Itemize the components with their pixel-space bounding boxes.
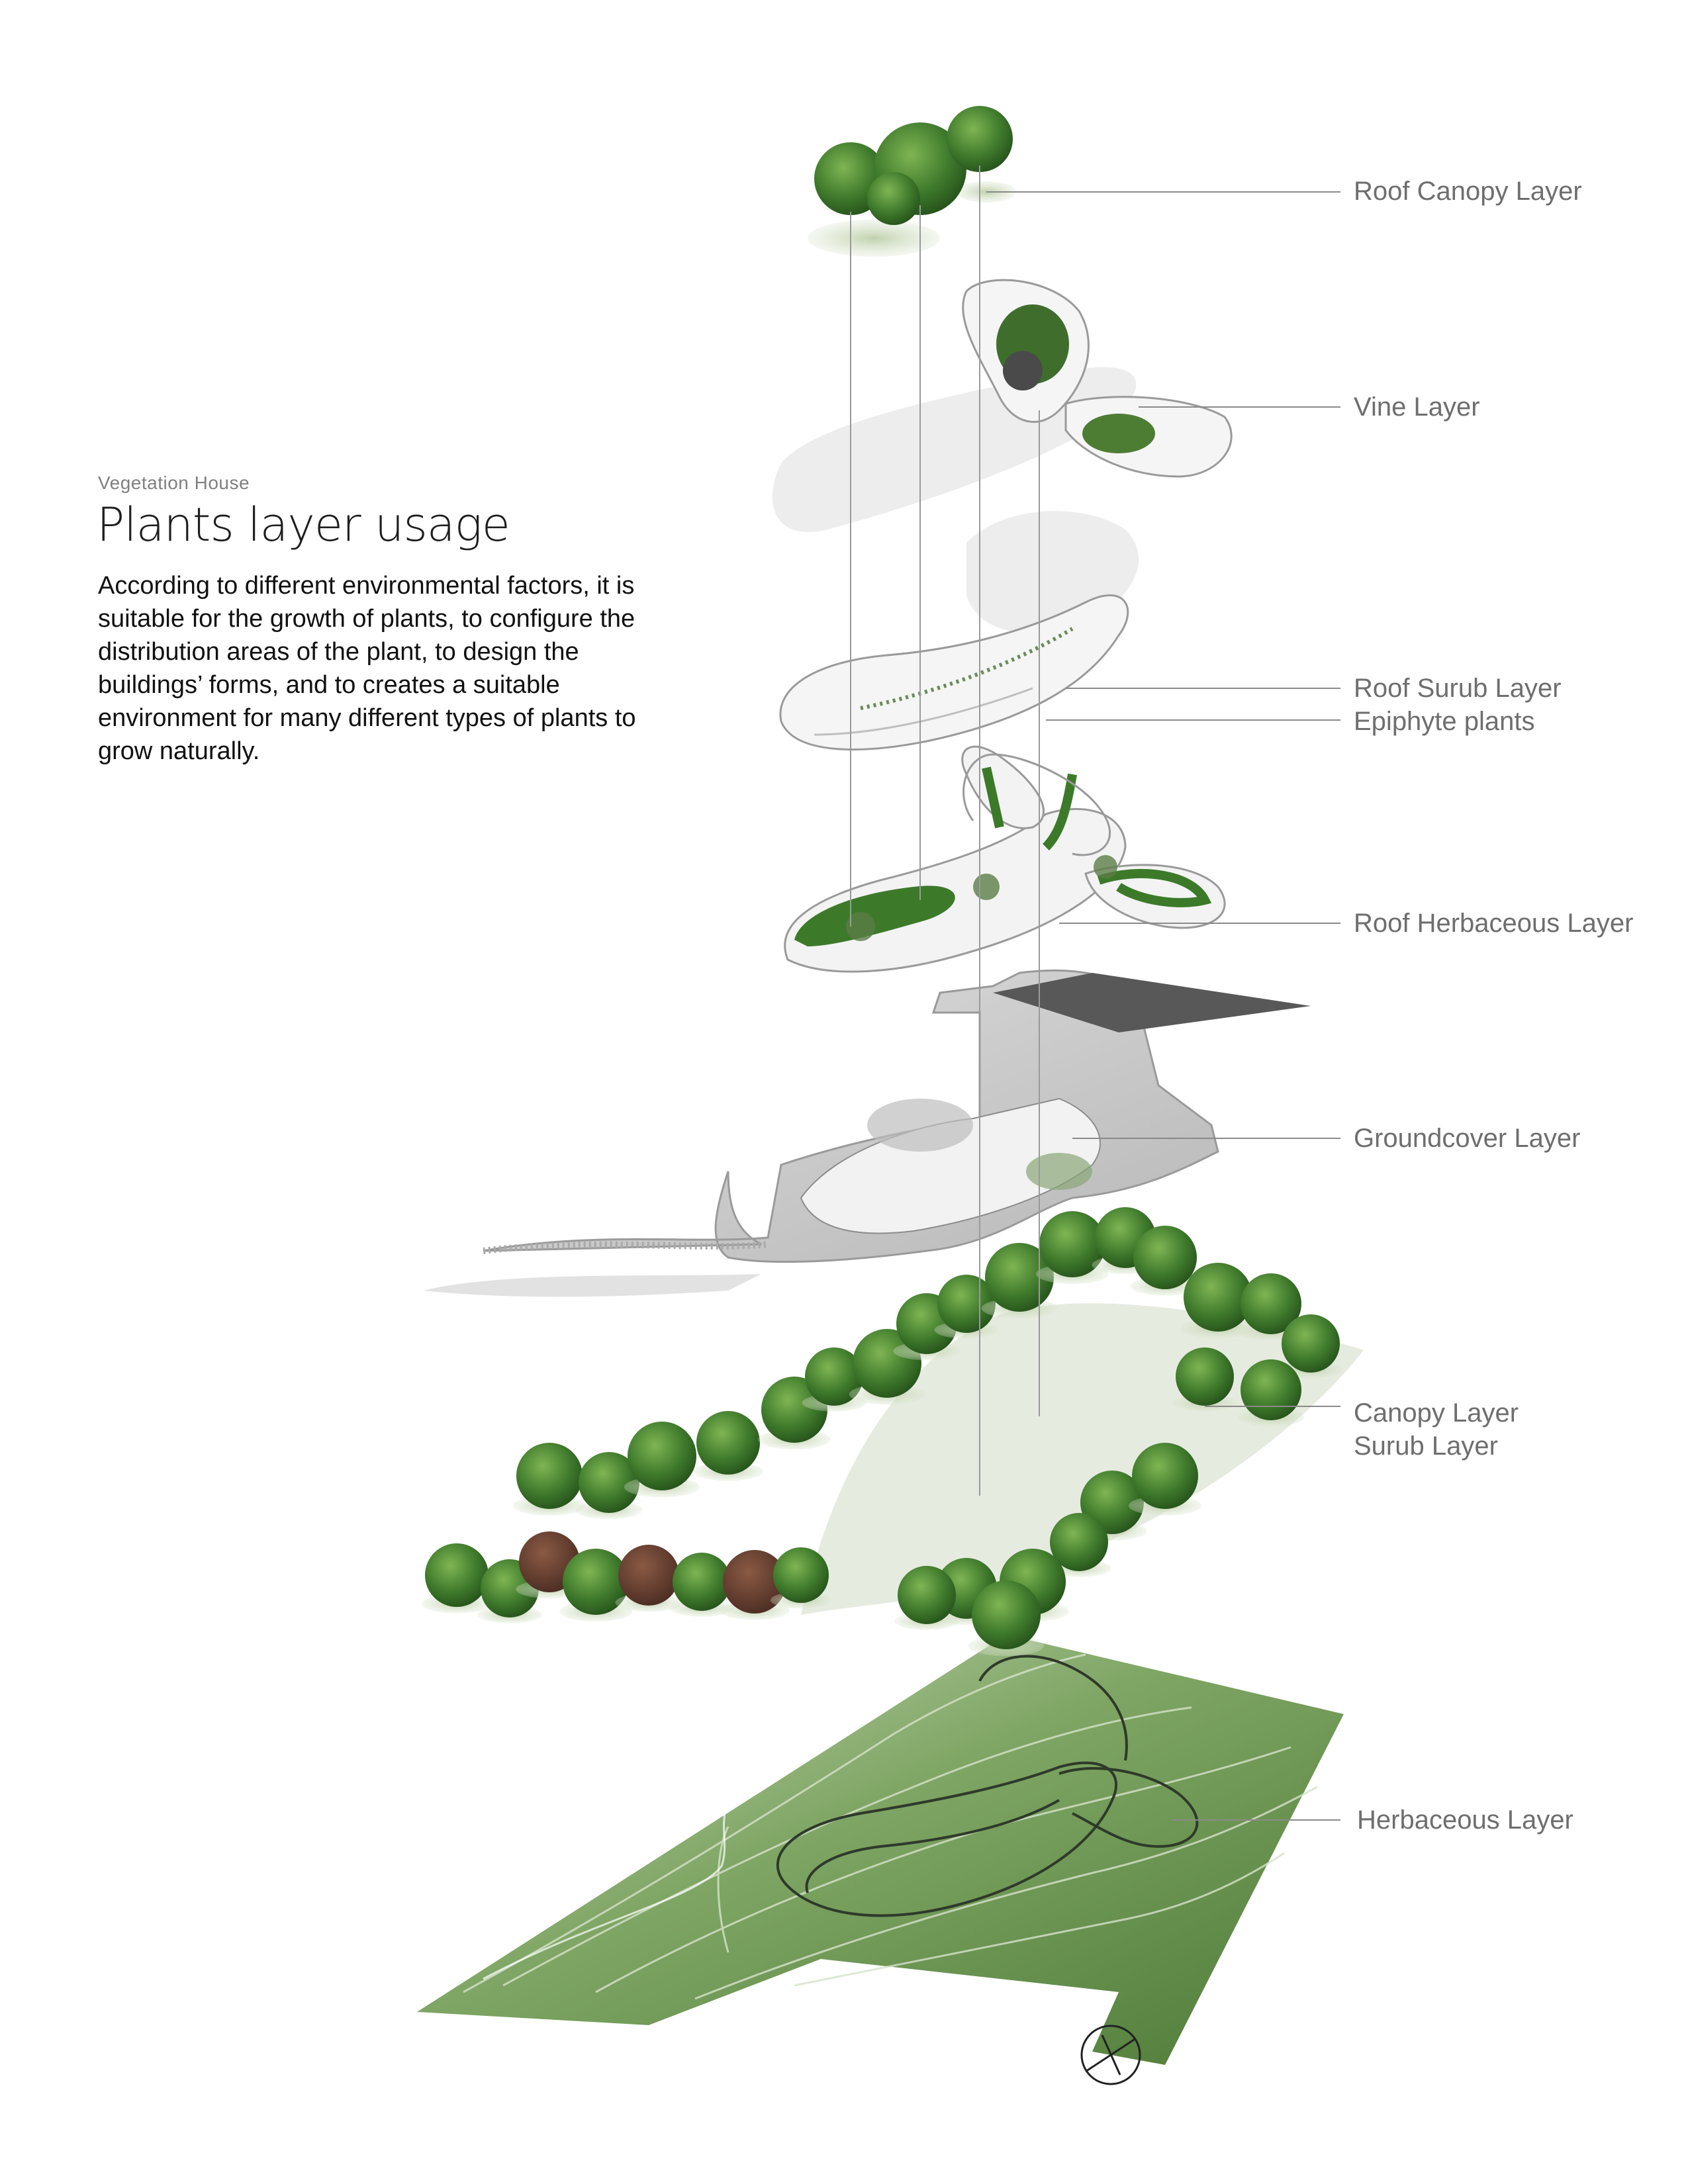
tree-crown (618, 1545, 679, 1606)
leader-lines (986, 191, 1340, 1821)
north-arrow-icon (1080, 2025, 1141, 2085)
tree-crown (1176, 1347, 1234, 1406)
tree-crown (1050, 1513, 1108, 1571)
groundcover-slab (483, 970, 1311, 1263)
tree-crown (723, 1550, 786, 1614)
tree-crown (696, 1411, 760, 1475)
tree-crown (898, 1566, 956, 1624)
roof-shrub-level (779, 594, 1129, 751)
subtitle-kicker: Vegetation House (98, 473, 250, 493)
tree-crown (1184, 1263, 1252, 1332)
tree-crown (1132, 1443, 1198, 1509)
label-groundcover-layer: Groundcover Layer (1354, 1124, 1581, 1153)
tree-crown (1282, 1314, 1340, 1373)
terrain-base (417, 1635, 1344, 2065)
tree-crown (673, 1553, 731, 1611)
label-herbaceous-layer: Herbaceous Layer (1357, 1805, 1573, 1835)
tree-crown (516, 1443, 583, 1509)
label-roof-herbaceous-layer: Roof Herbaceous Layer (1354, 909, 1634, 938)
tree-crown (563, 1549, 629, 1615)
label-surub-layer: Surub Layer (1354, 1432, 1498, 1461)
tree-crown (1080, 1471, 1144, 1534)
label-roof-surub-layer: Roof Surub Layer (1354, 674, 1562, 703)
label-vine-layer: Vine Layer (1354, 392, 1480, 422)
canopy-ground-layer (422, 1207, 1364, 1657)
label-canopy-layer: Canopy Layer (1354, 1398, 1519, 1428)
description-text: According to different environmental fac… (98, 572, 636, 765)
label-epiphyte-plants: Epiphyte plants (1354, 707, 1535, 736)
page-title: Plants layer usage (97, 498, 510, 552)
tree-crown (425, 1543, 489, 1607)
tree-crown (579, 1452, 639, 1513)
tree-crown (985, 1243, 1054, 1312)
tree-crown (628, 1422, 696, 1490)
tree-crown (805, 1347, 863, 1406)
tree-crown (937, 1275, 996, 1333)
tree-crown (972, 1580, 1041, 1649)
roof-canopy-trees (808, 106, 1016, 257)
tree-crown (1241, 1359, 1301, 1420)
vertical-axis-lines (850, 165, 1040, 1496)
tree-crown (773, 1547, 829, 1603)
tree-crown (1133, 1226, 1197, 1289)
tree-crown (1241, 1273, 1301, 1334)
tree-crown (1039, 1211, 1105, 1277)
vine-level (962, 279, 1233, 478)
label-roof-canopy-layer: Roof Canopy Layer (1354, 177, 1582, 206)
